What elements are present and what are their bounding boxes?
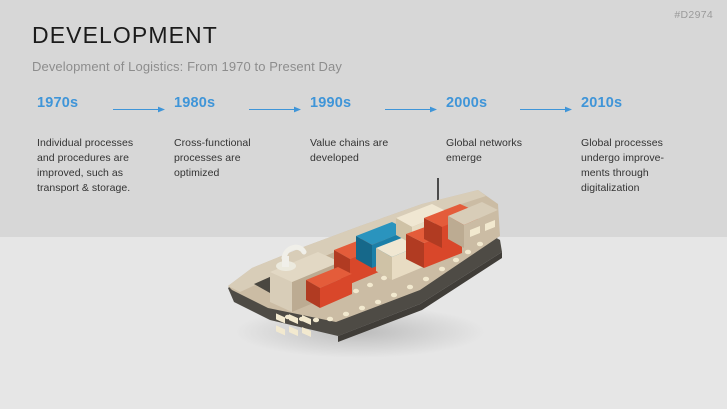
container-ship-icon [228,178,502,358]
ship-container-red-4 [306,267,352,308]
ship-hull-shadow [338,252,502,342]
timeline-description-1970s: Individual processes and procedures are … [37,137,134,194]
ship-crane [276,244,307,271]
timeline-arrow-2 [249,105,302,114]
container-ship-illustration [210,160,530,375]
page-title: DEVELOPMENT [32,22,218,48]
ship-portholes [284,241,484,323]
ship-stern-house [448,202,498,248]
background-band-top [0,0,727,237]
timeline-decade-2000s[interactable]: 2000s [446,95,488,111]
timeline-description-2010s: Global processes undergo improve-ments t… [581,137,665,194]
timeline-arrow-3 [385,105,438,114]
timeline-decade-2010s[interactable]: 2010s [581,95,623,111]
timeline-decade-1980s[interactable]: 1980s [174,95,216,111]
timeline-decade-1990s[interactable]: 1990s [310,95,352,111]
page-subtitle: Development of Logistics: From 1970 to P… [32,59,342,74]
timeline-description-1980s: Cross-functional processes are optimized [174,137,251,179]
slide-reference-tag: #D2974 [674,9,713,21]
timeline-description-2000s: Global networks emerge [446,137,523,164]
ship-bridge-windows [276,313,311,337]
timeline: 1970s 1980s 1990s 2000s 2010s [0,95,727,121]
timeline-description-1990s: Value chains are developed [310,137,389,164]
timeline-arrow-4 [520,105,573,114]
timeline-arrow-1 [113,105,166,114]
timeline-decade-1970s[interactable]: 1970s [37,95,79,111]
ship-bridge-roof [270,252,340,282]
ship-portholes-upper [353,275,387,294]
